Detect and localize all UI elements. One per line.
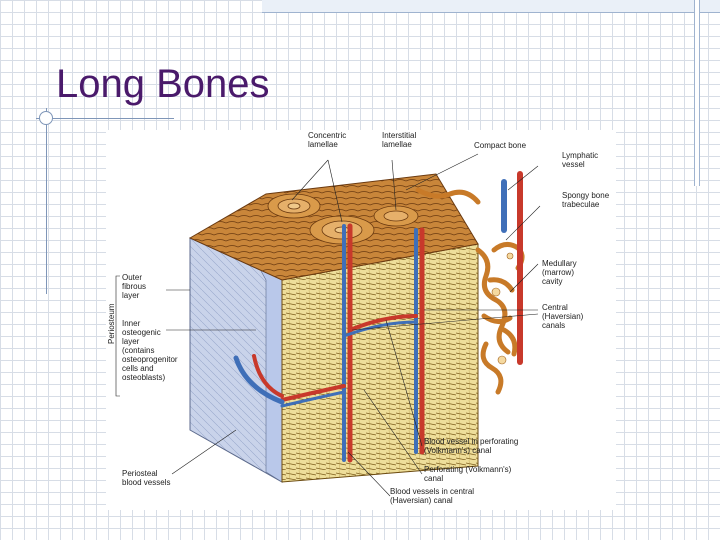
periosteum-bracket	[115, 275, 120, 397]
label-perforating-vessel: Blood vessel in perforating (Volkmann's)…	[424, 437, 521, 455]
label-periosteum: Periosteum	[107, 303, 116, 344]
top-decor-bar	[262, 0, 720, 13]
label-outer-fibrous-layer: Outer fibrous layer	[122, 273, 148, 300]
label-lymphatic-vessel: Lymphatic vessel	[562, 151, 600, 169]
slide-title: Long Bones	[56, 62, 270, 106]
right-decor-bar	[694, 0, 700, 186]
leader-lines	[166, 153, 541, 497]
title-underline	[36, 118, 174, 119]
label-concentric-lamellae: Concentric lamellae	[308, 131, 348, 149]
left-decor-line	[46, 108, 47, 294]
label-central-canals: Central (Haversian) canals	[542, 303, 586, 330]
label-periosteal-vessels: Periosteal blood vessels	[122, 469, 170, 487]
label-spongy-bone: Spongy bone trabeculae	[562, 191, 611, 209]
bullet-circle	[39, 111, 53, 125]
label-compact-bone: Compact bone	[474, 141, 527, 150]
label-medullary-cavity: Medullary (marrow) cavity	[542, 259, 579, 286]
trabecula-holes	[491, 252, 514, 365]
blood-vessels	[233, 171, 523, 463]
bone-diagram: Concentric lamellae Interstitial lamella…	[106, 130, 616, 510]
label-inner-osteogenic-layer: Inner osteogenic layer (contains osteopr…	[122, 319, 180, 382]
label-perforating-canal: Perforating (Volkmann's) canal	[424, 465, 514, 483]
label-central-vessels: Blood vessels in central (Haversian) can…	[390, 487, 476, 505]
label-interstitial-lamellae: Interstitial lamellae	[382, 131, 418, 149]
